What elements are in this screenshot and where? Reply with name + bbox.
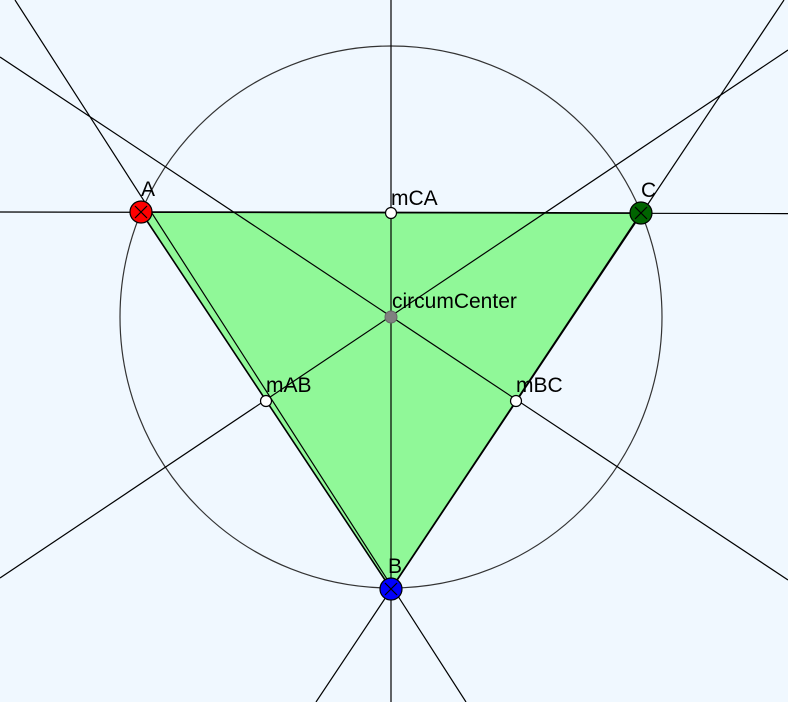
label-b: B (388, 555, 402, 578)
circumcenter-point[interactable] (384, 310, 398, 324)
label-mbc: mBC (516, 374, 563, 397)
label-c: C (641, 179, 656, 202)
midpoint-bc[interactable] (509, 394, 523, 408)
label-mca: mCA (391, 187, 438, 210)
midpoint-ca[interactable] (384, 206, 398, 220)
label-mab: mAB (266, 374, 312, 397)
label-circumcenter: circumCenter (392, 290, 517, 313)
vertex-a[interactable] (129, 200, 153, 224)
label-a: A (141, 178, 155, 201)
vertex-c[interactable] (629, 201, 653, 225)
vertex-b[interactable] (379, 577, 403, 601)
midpoint-ab[interactable] (259, 394, 273, 408)
